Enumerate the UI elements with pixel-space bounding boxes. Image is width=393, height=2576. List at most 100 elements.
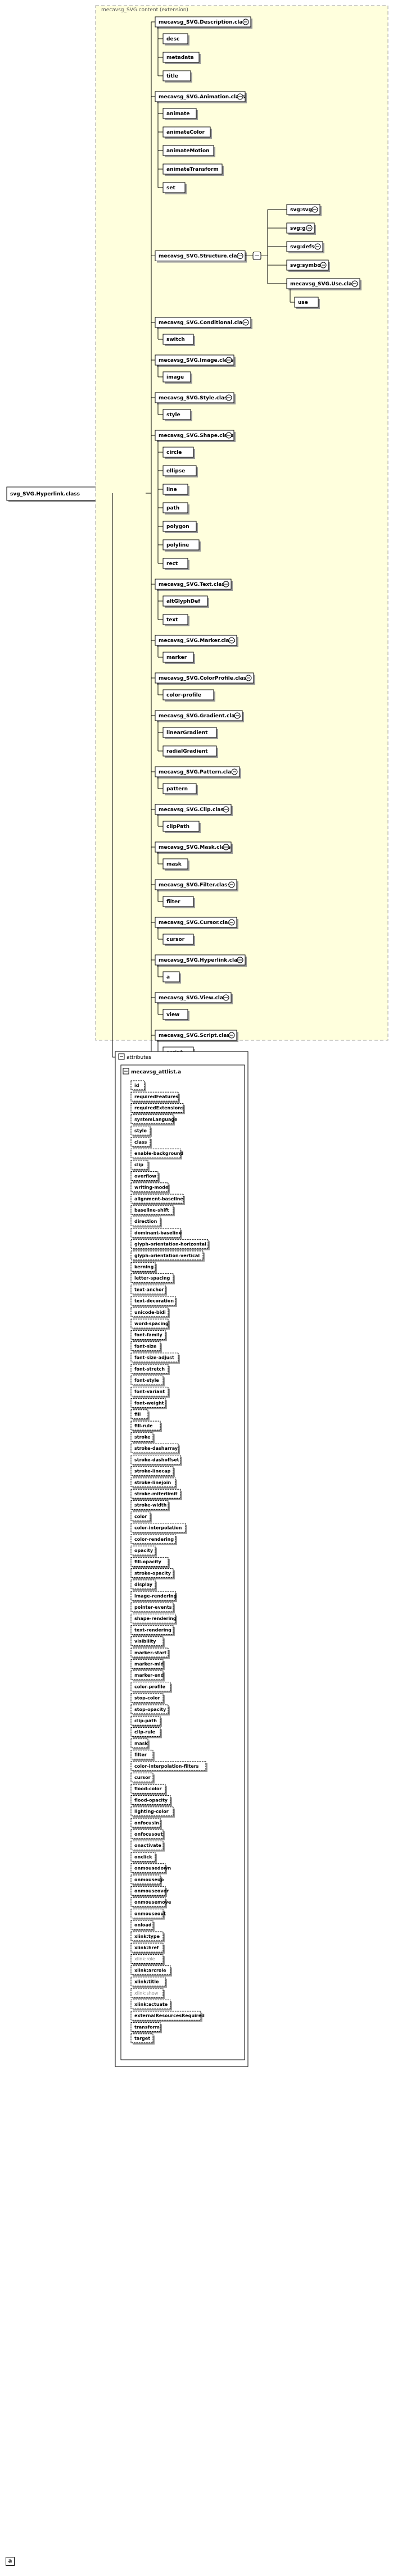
attribute-xlink-role[interactable]: xlink:role <box>130 1954 165 1965</box>
element-box-set[interactable]: set <box>162 182 187 194</box>
attribute-baseline-shift[interactable]: baseline-shift <box>130 1205 175 1217</box>
attribute-onmouseout[interactable]: onmouseout <box>130 1909 166 1920</box>
element-box-style[interactable]: style <box>162 409 192 421</box>
element-box-title[interactable]: title <box>162 70 192 83</box>
attribute-onclick[interactable]: onclick <box>130 1852 157 1863</box>
attribute-letter-spacing[interactable]: letter-spacing <box>130 1273 175 1285</box>
bottom-element-box[interactable]: a <box>6 2557 15 2566</box>
attribute-text-decoration[interactable]: text-decoration <box>130 1296 177 1307</box>
attribute-clip-path[interactable]: clip-path <box>130 1715 162 1727</box>
element-box-rect[interactable]: rect <box>162 558 189 570</box>
class-box-structure[interactable]: mecavsg_SVG.Structure.class <box>155 251 247 263</box>
attribute-glyph-orientation-vertical[interactable]: glyph-orientation-vertical <box>130 1250 205 1262</box>
element-box-cursor[interactable]: cursor <box>162 934 195 946</box>
attribute-shape-rendering[interactable]: shape-rendering <box>130 1613 177 1625</box>
attribute-enable-background[interactable]: enable-background <box>130 1148 183 1160</box>
element-box-clipPath[interactable]: clipPath <box>162 821 201 833</box>
element-box-svg-defs[interactable]: svg:defs <box>286 241 324 253</box>
attribute-stroke-dasharray[interactable]: stroke-dasharray <box>130 1443 180 1455</box>
attribute-font-variant[interactable]: font-variant <box>130 1386 170 1398</box>
class-box[interactable]: mecavsg_SVG.ColorProfile.class <box>155 672 255 685</box>
attribute-stroke-width[interactable]: stroke-width <box>130 1500 170 1512</box>
attribute-requiredExtensions[interactable]: requiredExtensions <box>130 1103 185 1114</box>
root-element-box[interactable]: svg_SVG.Hyperlink.class <box>6 486 98 502</box>
attribute-clip[interactable]: clip <box>130 1159 150 1171</box>
attribute-writing-mode[interactable]: writing-mode <box>130 1182 170 1194</box>
element-box-radialGradient[interactable]: radialGradient <box>162 745 218 758</box>
attribute-stroke-linecap[interactable]: stroke-linecap <box>130 1466 175 1477</box>
attribute-onmouseover[interactable]: onmouseover <box>130 1886 169 1897</box>
attribute-systemLanguage[interactable]: systemLanguage <box>130 1114 178 1126</box>
attribute-fill[interactable]: fill <box>130 1409 150 1421</box>
attribute-filter[interactable]: filter <box>130 1750 155 1761</box>
element-box-pattern[interactable]: pattern <box>162 783 198 795</box>
attribute-cursor[interactable]: cursor <box>130 1772 155 1784</box>
attribute-lighting-color[interactable]: lighting-color <box>130 1806 175 1818</box>
element-box-use[interactable]: use <box>294 297 320 309</box>
attribute-color-profile[interactable]: color-profile <box>130 1682 172 1693</box>
class-box[interactable]: mecavsg_SVG.Mask.class <box>155 841 233 854</box>
attribute-kerning[interactable]: kerning <box>130 1262 157 1273</box>
attribute-onload[interactable]: onload <box>130 1920 155 1931</box>
element-box-svg-symbol[interactable]: svg:symbol <box>286 260 330 272</box>
attribute-marker-start[interactable]: marker-start <box>130 1647 170 1659</box>
element-box-color-profile[interactable]: color-profile <box>162 689 215 702</box>
attribute-onmousedown[interactable]: onmousedown <box>130 1863 171 1874</box>
element-box-mask[interactable]: mask <box>162 858 189 871</box>
attribute-font-family[interactable]: font-family <box>130 1330 167 1341</box>
attribute-word-spacing[interactable]: word-spacing <box>130 1318 170 1330</box>
attribute-overflow[interactable]: overflow <box>130 1171 160 1182</box>
element-box-metadata[interactable]: metadata <box>162 52 201 64</box>
attribute-pointer-events[interactable]: pointer-events <box>130 1602 175 1614</box>
element-box-text[interactable]: text <box>162 614 189 626</box>
attribute-xlink-title[interactable]: xlink:title <box>130 1977 167 1988</box>
attribute-onfocusout[interactable]: onfocusout <box>130 1829 165 1841</box>
class-box[interactable]: mecavsg_SVG.Style.class <box>155 392 236 404</box>
attribute-stroke[interactable]: stroke <box>130 1432 155 1444</box>
attribute-transform[interactable]: transform <box>130 2022 162 2033</box>
class-box[interactable]: mecavsg_SVG.Marker.class <box>155 635 238 647</box>
attribute-xlink-href[interactable]: xlink:href <box>130 1942 165 1954</box>
attribute-onmouseup[interactable]: onmouseup <box>130 1874 164 1886</box>
attribute-onactivate[interactable]: onactivate <box>130 1840 165 1852</box>
attribute-stroke-dashoffset[interactable]: stroke-dashoffset <box>130 1455 182 1466</box>
element-box-filter[interactable]: filter <box>162 896 195 908</box>
attribute-glyph-orientation-horizontal[interactable]: glyph-orientation-horizontal <box>130 1239 210 1250</box>
attribute-xlink-type[interactable]: xlink:type <box>130 1931 165 1942</box>
class-box[interactable]: mecavsg_SVG.Pattern.class <box>155 766 241 779</box>
attribute-stop-color[interactable]: stop-color <box>130 1693 165 1704</box>
attribute-visibility[interactable]: visibility <box>130 1636 165 1647</box>
attribute-text-anchor[interactable]: text-anchor <box>130 1285 167 1296</box>
class-box[interactable]: mecavsg_SVG.Cursor.class <box>155 917 238 929</box>
class-box[interactable]: mecavsg_SVG.Gradient.class <box>155 710 244 722</box>
attribute-flood-color[interactable]: flood-color <box>130 1783 167 1795</box>
element-box-polyline[interactable]: polyline <box>162 539 201 552</box>
attribute-font-size[interactable]: font-size <box>130 1341 162 1353</box>
element-box-marker[interactable]: marker <box>162 652 195 664</box>
attribute-xlink-actuate[interactable]: xlink:actuate <box>130 1999 172 2011</box>
attribute-style[interactable]: style <box>130 1126 152 1137</box>
attribute-requiredFeatures[interactable]: requiredFeatures <box>130 1091 180 1103</box>
class-box[interactable]: mecavsg_SVG.View.class <box>155 992 233 1004</box>
attribute-fill-rule[interactable]: fill-rule <box>130 1421 162 1432</box>
attribute-flood-opacity[interactable]: flood-opacity <box>130 1795 172 1806</box>
attribute-marker-end[interactable]: marker-end <box>130 1670 165 1682</box>
attribute-direction[interactable]: direction <box>130 1216 162 1228</box>
attribute-opacity[interactable]: opacity <box>130 1545 157 1557</box>
attribute-marker-mid[interactable]: marker-mid <box>130 1659 165 1671</box>
attribute-color[interactable]: color <box>130 1512 152 1523</box>
attribute-display[interactable]: display <box>130 1580 157 1591</box>
element-box-animate[interactable]: animate <box>162 108 198 120</box>
class-box[interactable]: mecavsg_SVG.Image.class <box>155 354 236 367</box>
attribute-font-stretch[interactable]: font-stretch <box>130 1364 170 1375</box>
attribute-color-rendering[interactable]: color-rendering <box>130 1534 177 1545</box>
attribute-dominant-baseline[interactable]: dominant-baseline <box>130 1228 182 1239</box>
attribute-fill-opacity[interactable]: fill-opacity <box>130 1556 170 1568</box>
class-box[interactable]: mecavsg_SVG.Description.class <box>155 16 252 29</box>
class-box[interactable]: mecavsg_SVG.Animation.class <box>155 91 247 103</box>
attribute-onmousemove[interactable]: onmousemove <box>130 1897 171 1909</box>
attribute-text-rendering[interactable]: text-rendering <box>130 1625 175 1636</box>
element-box-path[interactable]: path <box>162 502 189 515</box>
attribute-onfocusin[interactable]: onfocusin <box>130 1818 162 1829</box>
element-box-image[interactable]: image <box>162 371 192 384</box>
